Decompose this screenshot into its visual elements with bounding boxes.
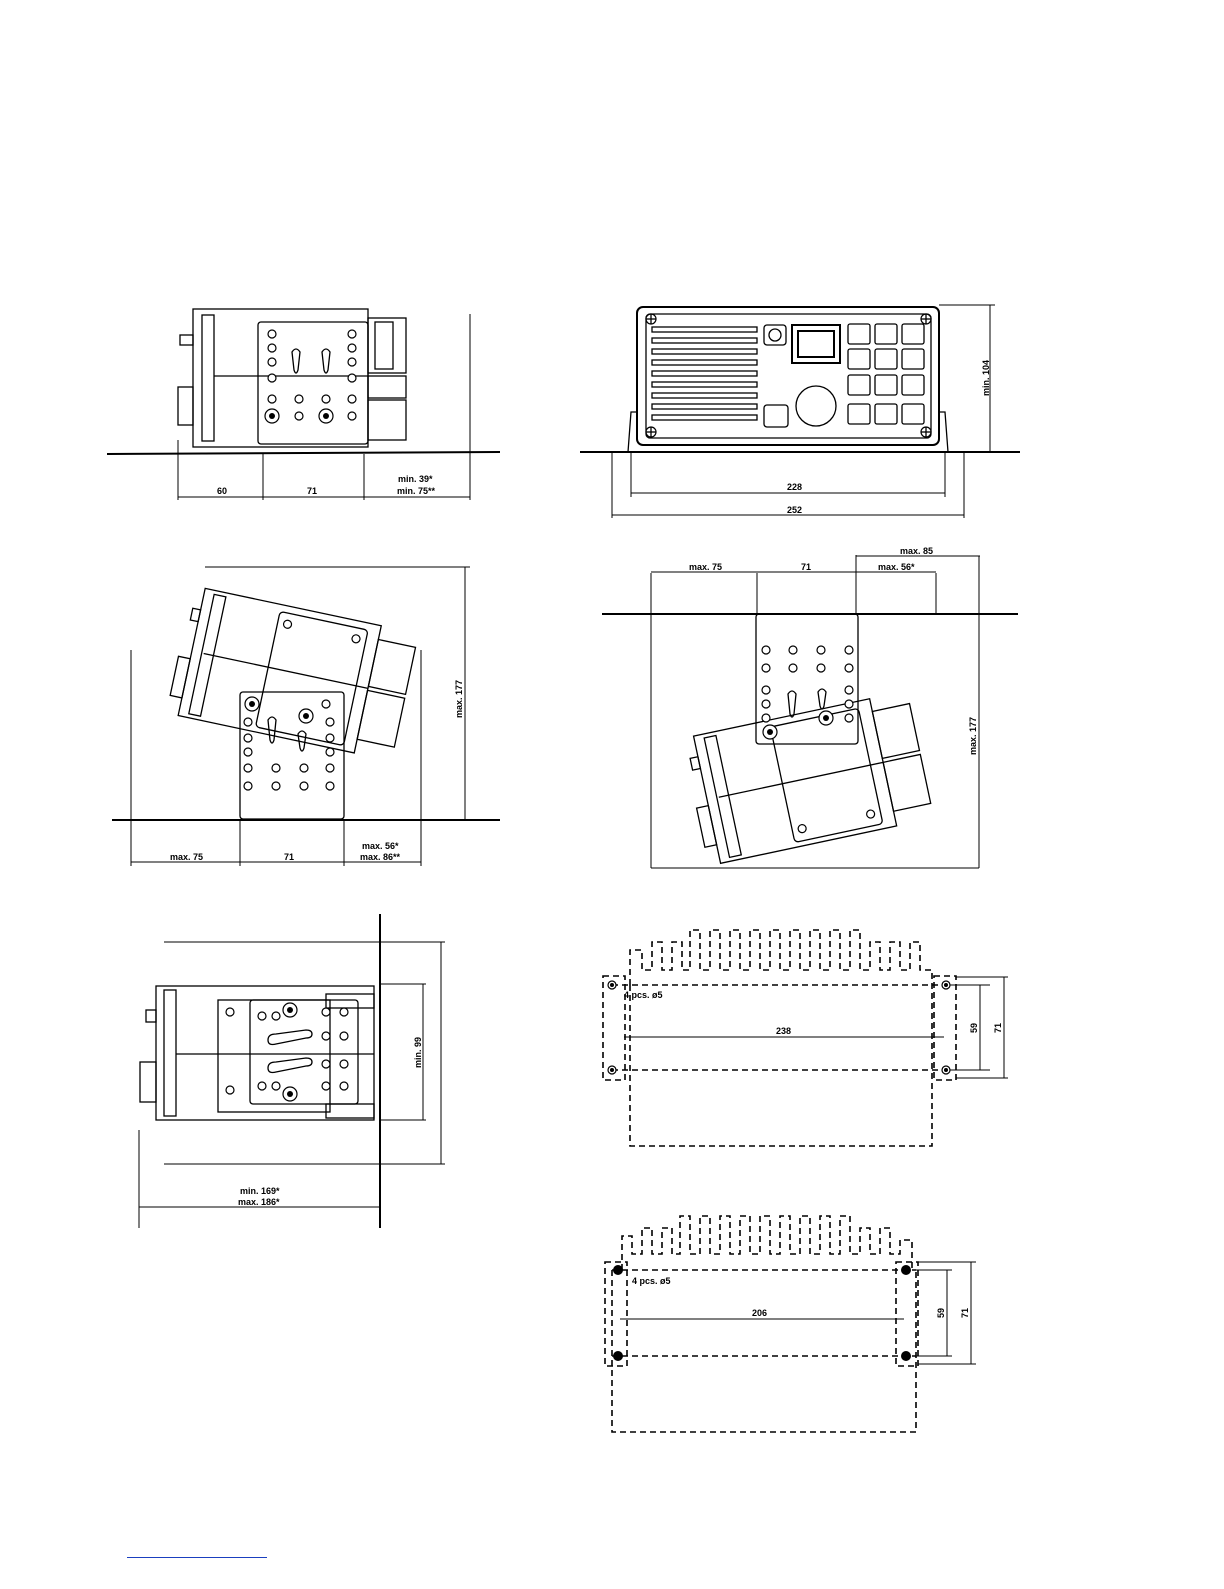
dim-60: 60 (217, 486, 227, 496)
dim-max-85: max. 85 (900, 546, 933, 556)
dim-228: 228 (787, 482, 802, 492)
dim-min-104: min. 104 (981, 360, 991, 396)
dim-max-56-b: max. 56* (878, 562, 915, 572)
dim-max-75-a: max. 75 (170, 852, 203, 862)
dim-59-b: 59 (936, 1308, 946, 1318)
speaker-grille (652, 327, 757, 420)
dim-206: 206 (752, 1308, 767, 1318)
dim-min-169: min. 169* (240, 1186, 280, 1196)
dim-min-99: min. 99 (413, 1037, 423, 1068)
dim-252: 252 (787, 505, 802, 515)
tilted-view-up: max. 177 max. 75 71 max. 56* max. 86** (112, 567, 500, 866)
dim-min-75: min. 75** (397, 486, 436, 496)
side-view-top-mount: 60 71 min. 39* min. 75** (107, 309, 500, 500)
tilted-view-down: max. 75 71 max. 56* max. 85 max. 177 (602, 546, 1018, 868)
dim-71-d: 71 (960, 1308, 970, 1318)
dim-max-186: max. 186* (238, 1197, 280, 1207)
drilling-plan-206: 4 pcs. ø5 206 59 71 (605, 1216, 976, 1432)
dim-max-75-b: max. 75 (689, 562, 722, 572)
dim-min-39: min. 39* (398, 474, 433, 484)
label-holes-a: 4 pcs. ø5 (624, 990, 663, 1000)
keypad (848, 324, 924, 424)
front-view: min. 104 228 252 (580, 305, 1020, 518)
dim-71: 71 (307, 486, 317, 496)
dim-max-56-a: max. 56* (362, 841, 399, 851)
drilling-plan-238: 4 pcs. ø5 238 59 71 (603, 930, 1008, 1146)
dim-max-86: max. 86** (360, 852, 401, 862)
side-view-wall-mount: min. 99 min. 169* max. 186* (139, 914, 445, 1228)
dim-max-177-b: max. 177 (968, 717, 978, 755)
footer-rule (127, 1557, 267, 1558)
dim-71-a: 71 (284, 852, 294, 862)
dim-71-b: 71 (801, 562, 811, 572)
dim-59-a: 59 (969, 1023, 979, 1033)
dim-71-c: 71 (993, 1023, 1003, 1033)
dim-max-177-a: max. 177 (454, 680, 464, 718)
dim-238: 238 (776, 1026, 791, 1036)
label-holes-b: 4 pcs. ø5 (632, 1276, 671, 1286)
